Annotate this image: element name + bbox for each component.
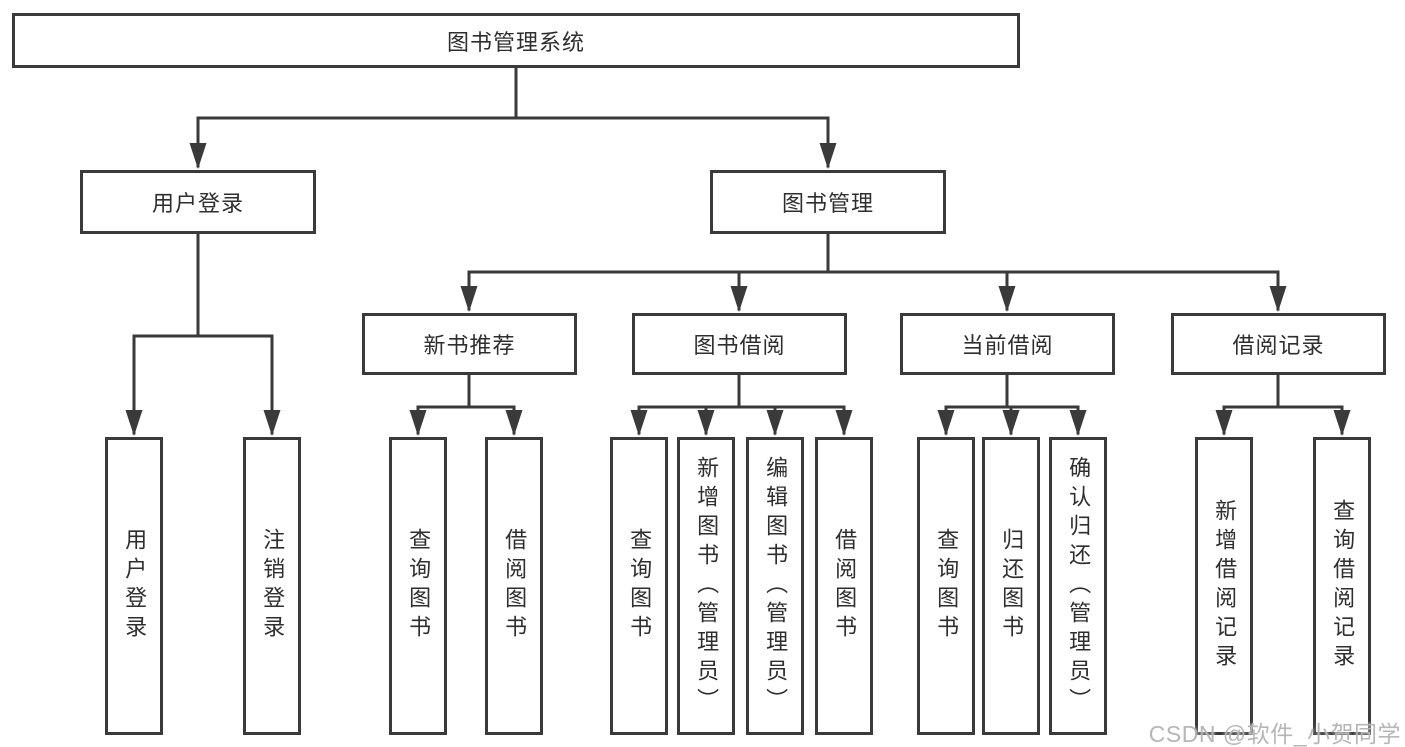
connector-book-borrow-to-leaves [637,373,846,435]
node-label: 图书管理系统 [446,29,585,55]
node-current-borrowing: 当前借阅 [900,313,1115,375]
node-label: 图书管理 [781,191,874,216]
node-library-management-system: 图书管理系统 [12,13,1020,68]
node-label: 借阅图书 [832,528,858,644]
node-label: 查询图书 [934,528,960,644]
node-label: 编辑图书（管理员） [763,455,789,717]
node-label: 图书借阅 [693,333,786,358]
node-label: 借阅记录 [1232,333,1325,358]
node-add-books-admin: 新增图书（管理员） [677,437,735,735]
node-borrowing-records: 借阅记录 [1171,313,1386,375]
connector-root-to-level2 [196,66,830,168]
node-borrow-books-recommend: 借阅图书 [485,437,543,735]
node-query-borrow-record: 查询借阅记录 [1313,437,1371,735]
csdn-watermark: CSDN @软件_小贺同学 [1148,721,1401,747]
node-borrow-books-borrowing: 借阅图书 [815,437,873,735]
node-label: 注销登录 [260,528,286,644]
node-query-books-borrowing: 查询图书 [610,437,668,735]
node-confirm-return-admin: 确认归还（管理员） [1049,437,1107,735]
node-label: 当前借阅 [961,333,1054,358]
connector-borrow-record-to-leaves [1222,373,1344,435]
node-label: 新增图书（管理员） [694,455,720,717]
node-label: 查询图书 [406,528,432,644]
node-label: 查询图书 [627,528,653,644]
node-edit-books-admin: 编辑图书（管理员） [746,437,804,735]
node-leaf-logout: 注销登录 [243,437,301,735]
node-return-books: 归还图书 [982,437,1040,735]
node-label: 用户登录 [122,528,148,644]
node-label: 新书推荐 [423,333,516,358]
node-label: 归还图书 [999,528,1025,644]
node-book-borrowing: 图书借阅 [632,313,847,375]
connector-book-management-to-level3 [467,232,1280,311]
node-label: 借阅图书 [502,528,528,644]
node-new-book-recommendation: 新书推荐 [362,313,577,375]
node-label: 用户登录 [151,191,244,216]
node-book-management: 图书管理 [710,170,946,234]
node-leaf-user-login: 用户登录 [105,437,163,735]
node-label: 新增借阅记录 [1212,499,1238,673]
node-query-books-recommend: 查询图书 [389,437,447,735]
node-add-borrow-record: 新增借阅记录 [1195,437,1253,735]
node-label: 确认归还（管理员） [1066,455,1092,717]
node-query-books-current: 查询图书 [917,437,975,735]
node-label: 查询借阅记录 [1330,499,1356,673]
connector-user-login-to-leaves [132,232,274,435]
node-user-login: 用户登录 [80,170,316,234]
connector-new-book-to-leaves [416,373,516,435]
